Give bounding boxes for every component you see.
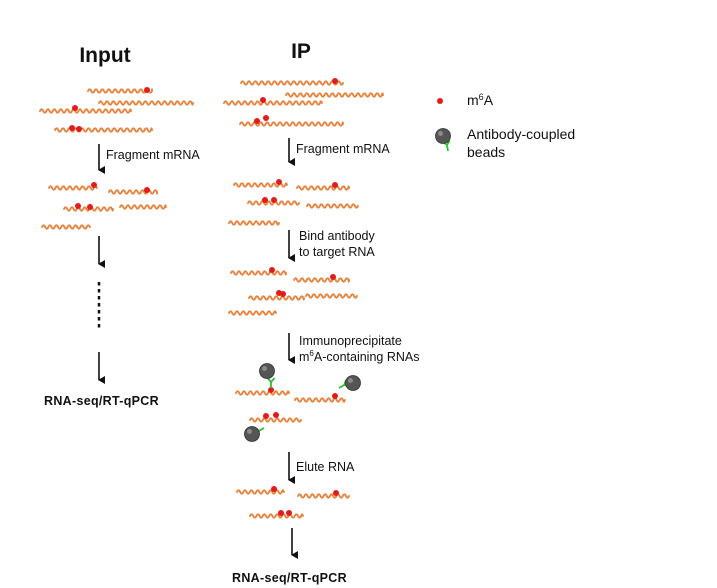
m6a-dot — [333, 490, 339, 496]
rna-fragment — [228, 310, 277, 316]
m6a-dot — [263, 413, 269, 419]
ip-output-label: RNA-seq/RT-qPCR — [232, 571, 347, 585]
m6a-dot — [278, 510, 284, 516]
input-step-fragment: Fragment mRNA — [106, 148, 200, 162]
rna-fragment — [293, 277, 350, 283]
ip-step-bind-line2: to target RNA — [299, 245, 375, 259]
m6a-dot — [276, 179, 282, 185]
m6a-sites — [69, 78, 339, 516]
m6a-dot — [69, 125, 75, 131]
rna-fragment — [285, 92, 384, 98]
rna-fragment — [296, 185, 350, 191]
legend-m6a-a: A — [484, 92, 494, 108]
m6a-dot — [144, 187, 150, 193]
input-output-label: RNA-seq/RT-qPCR — [44, 394, 159, 408]
ip-step-bind-line1: Bind antibody — [299, 229, 376, 243]
m6a-dot — [254, 118, 260, 124]
rna-fragment — [87, 88, 153, 94]
m6a-dot — [332, 393, 338, 399]
m6a-dot — [72, 105, 78, 111]
rna-fragment — [249, 417, 302, 423]
m6a-dot — [91, 182, 97, 188]
rna-fragment — [48, 185, 98, 191]
legend-beads-line1: Antibody-coupled — [467, 126, 575, 142]
bead-antibody — [435, 128, 451, 152]
rna-fragment — [236, 489, 285, 495]
m6a-dot — [286, 510, 292, 516]
bead-antibody — [338, 375, 361, 391]
m6a-dot — [271, 197, 277, 203]
rna-fragment — [297, 493, 350, 499]
m6a-dot — [271, 486, 277, 492]
antibody-beads — [244, 363, 361, 442]
legend-beads-line2: beads — [467, 144, 505, 160]
rna-fragment — [239, 121, 344, 127]
legend-m6a-m: m — [467, 92, 479, 108]
legend-m6a-label: m6A — [467, 92, 494, 108]
legend-m6a-dot — [437, 98, 443, 104]
rna-fragment — [39, 108, 132, 114]
ip-step-fragment: Fragment mRNA — [296, 142, 390, 156]
m6a-dot — [87, 204, 93, 210]
rna-fragment — [41, 224, 91, 230]
m6a-dot — [75, 203, 81, 209]
m6a-dot — [268, 387, 274, 393]
m6a-dot — [330, 274, 336, 280]
rna-fragment — [230, 270, 287, 276]
m6a-dot — [332, 182, 338, 188]
ip-step-ip-rest: A-containing RNAs — [314, 350, 420, 364]
ip-column-title: IP — [291, 40, 311, 63]
m6a-dot — [262, 197, 268, 203]
rna-fragment — [108, 189, 158, 195]
m6a-dot — [263, 115, 269, 121]
ip-step-ip-m: m — [299, 350, 309, 364]
rna-fragment — [294, 397, 346, 403]
ip-step-ip-line1: Immunoprecipitate — [299, 334, 402, 348]
rna-fragment — [98, 100, 194, 106]
rna-fragment — [249, 513, 304, 519]
m6a-dot — [144, 87, 150, 93]
rna-fragment — [119, 204, 167, 210]
legend-m6a-sup: 6 — [479, 92, 484, 102]
bead-antibody — [244, 426, 265, 442]
ip-step-ip-line2: m6A-containing RNAs — [299, 349, 419, 364]
ip-step-elute: Elute RNA — [296, 460, 355, 474]
legend-bead-icon — [435, 128, 451, 152]
rna-fragment — [240, 80, 344, 86]
m6a-dot — [269, 267, 275, 273]
m6a-dot — [332, 78, 338, 84]
rna-fragment — [235, 390, 290, 396]
rna-fragment — [305, 293, 358, 299]
m6a-dot — [273, 412, 279, 418]
rna-fragment — [248, 295, 305, 301]
m6a-dot — [260, 97, 266, 103]
m6a-dot — [76, 126, 82, 132]
rna-fragment — [223, 100, 323, 106]
rna-fragment — [228, 220, 280, 226]
input-column-title: Input — [79, 44, 130, 67]
m6a-dot — [280, 291, 286, 297]
rna-fragment — [306, 203, 359, 209]
ip-step-ip-sup: 6 — [309, 349, 314, 358]
rna-fragment — [247, 200, 300, 206]
bead-antibody — [259, 363, 276, 388]
